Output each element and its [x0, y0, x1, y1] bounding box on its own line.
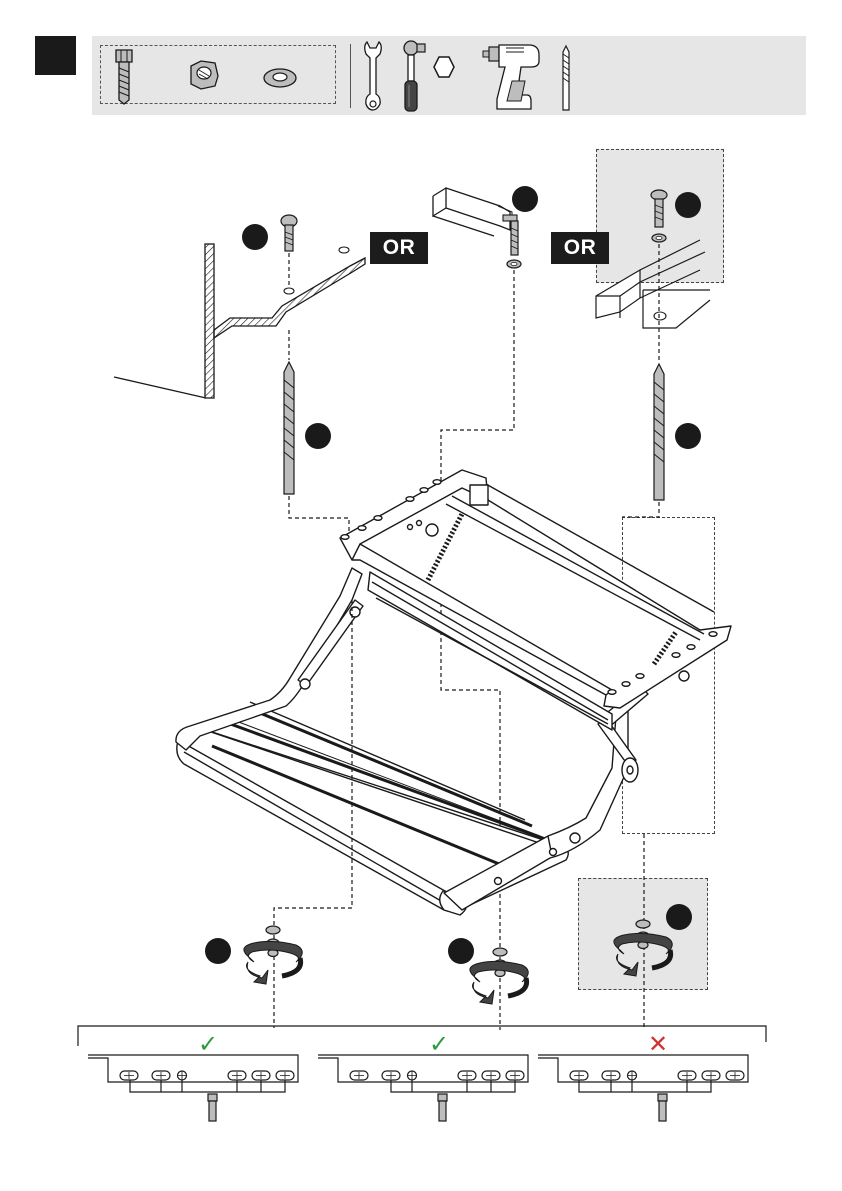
vehicle-floor-section [114, 244, 365, 398]
or-badge-second: OR [551, 232, 609, 264]
nut-tightening-middle [470, 948, 528, 1004]
incorrect-cross-mark: ✕ [646, 1032, 670, 1056]
nut-tightening-left [244, 926, 302, 984]
callout-dot-bolt-left [242, 224, 268, 250]
callout-dot-rail [512, 186, 538, 212]
correct-check-mark-1: ✓ [196, 1032, 220, 1056]
callout-dot-bracket [675, 192, 701, 218]
result-panel-1-profile [88, 1055, 298, 1121]
callout-dot-drill-right [675, 423, 701, 449]
nut-tightening-right [614, 920, 672, 976]
result-panel-3-profile [538, 1055, 748, 1121]
drill-bit-right [622, 364, 664, 517]
carriage-bolt-left [281, 215, 297, 287]
or-badge-first: OR [370, 232, 428, 264]
callout-dot-drill-left [305, 423, 331, 449]
callout-dot-nut-middle [448, 938, 474, 964]
callout-dot-nut-left [205, 938, 231, 964]
callout-dot-nut-right [666, 904, 692, 930]
retractable-step-unit [176, 470, 731, 915]
result-panel-2-profile [318, 1055, 528, 1121]
correct-check-mark-2: ✓ [427, 1032, 451, 1056]
